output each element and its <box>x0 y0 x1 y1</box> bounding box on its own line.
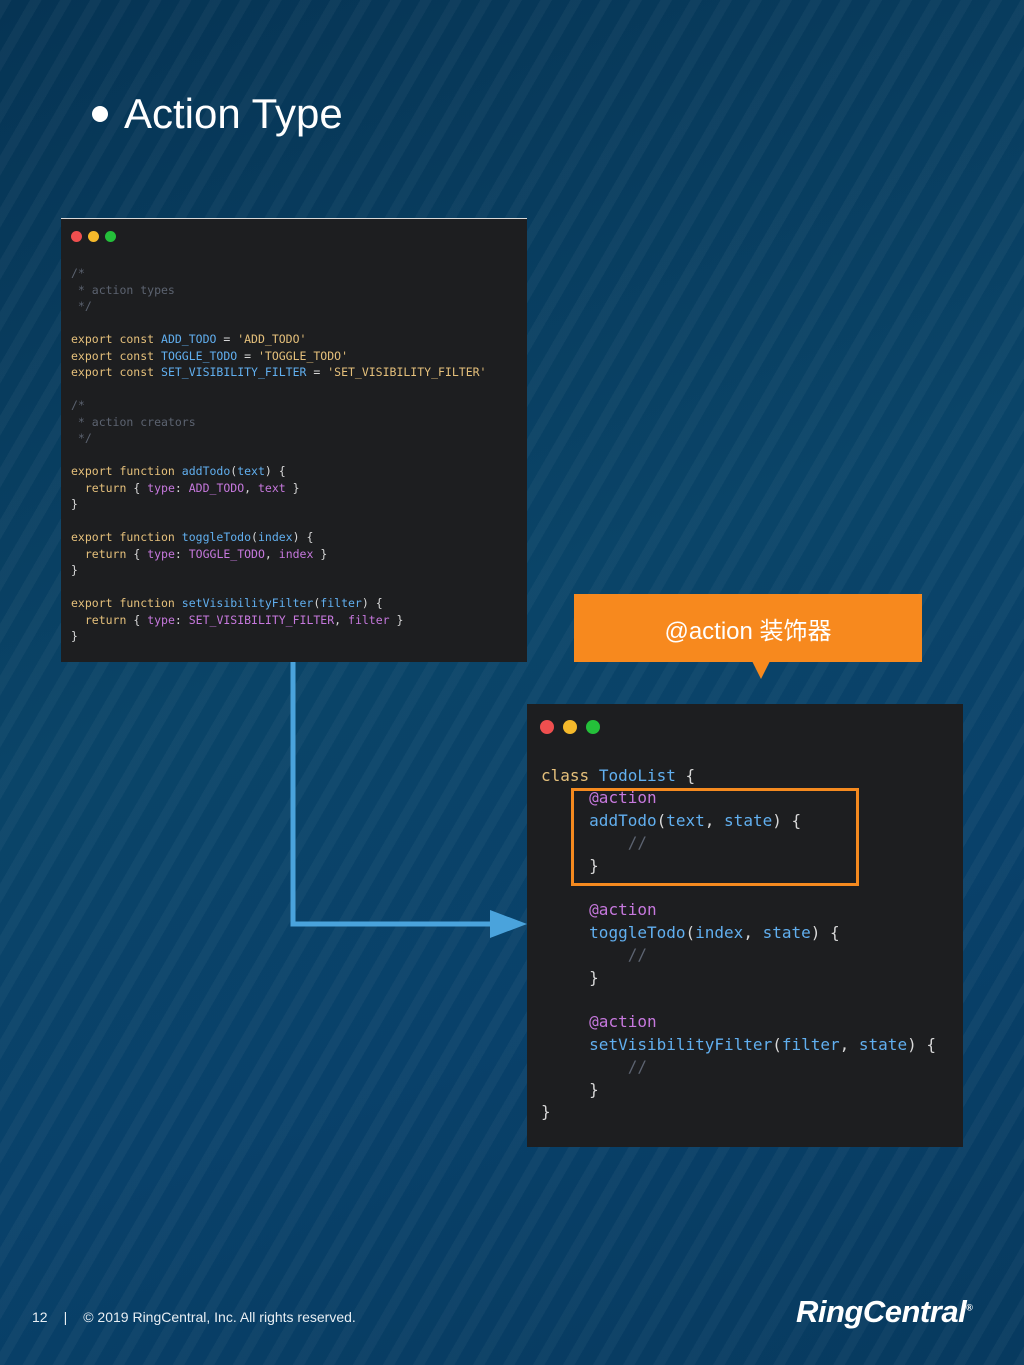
highlight-box-addtodo <box>571 788 859 886</box>
close-dot-icon <box>71 231 82 242</box>
window-controls <box>540 720 600 734</box>
logo-text: RingCentral <box>796 1294 967 1329</box>
maximize-dot-icon <box>105 231 116 242</box>
slide-title: Action Type <box>92 90 343 138</box>
footer-separator: | <box>63 1309 68 1325</box>
bullet-icon <box>92 106 108 122</box>
code-block-todolist: class TodoList { @action addTodo(text, s… <box>541 766 936 1122</box>
callout-pointer <box>752 661 770 679</box>
minimize-dot-icon <box>563 720 577 734</box>
copyright-text: © 2019 RingCentral, Inc. All rights rese… <box>83 1309 356 1325</box>
page-number: 12 <box>32 1309 48 1325</box>
window-controls <box>71 231 116 242</box>
footer: 12 | © 2019 RingCentral, Inc. All rights… <box>32 1309 356 1325</box>
close-dot-icon <box>540 720 554 734</box>
slide-title-text: Action Type <box>124 90 343 137</box>
callout-decorator-label: @action 装饰器 <box>574 594 922 662</box>
maximize-dot-icon <box>586 720 600 734</box>
code-window-todolist: class TodoList { @action addTodo(text, s… <box>527 704 963 1147</box>
code-block-action-types: /* * action types */ export const ADD_TO… <box>71 266 487 643</box>
minimize-dot-icon <box>88 231 99 242</box>
code-window-action-types: /* * action types */ export const ADD_TO… <box>61 218 527 662</box>
registered-mark: ® <box>966 1302 973 1313</box>
ringcentral-logo: RingCentral® <box>796 1294 973 1330</box>
